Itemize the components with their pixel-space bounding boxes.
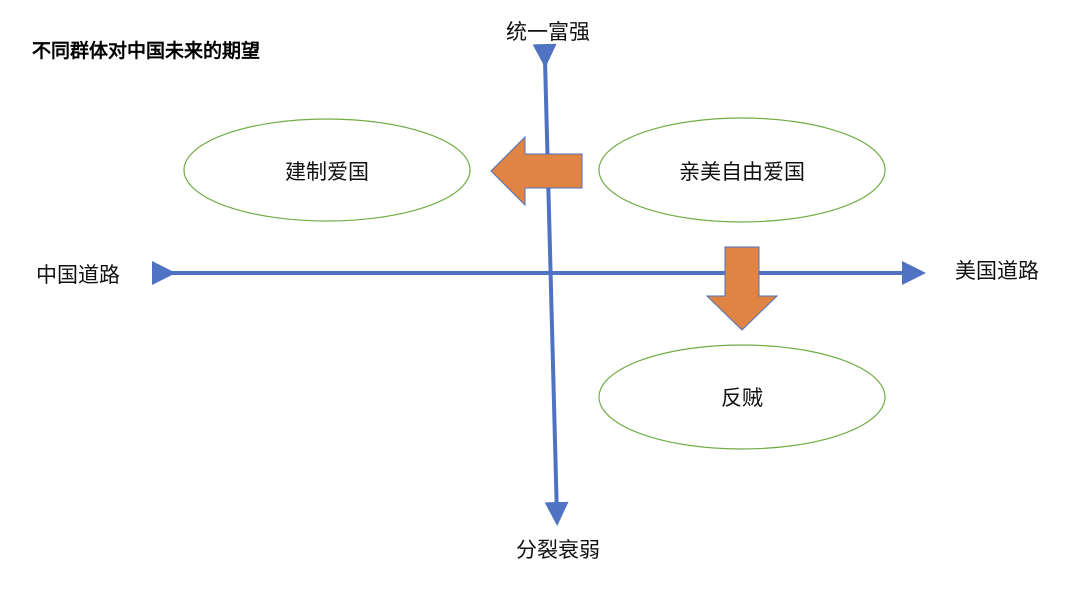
vertical-axis <box>532 43 569 526</box>
group-label-establishment: 建制爱国 <box>285 160 369 184</box>
ellipse-pro-us <box>598 117 886 223</box>
group-label-anti: 反贼 <box>721 386 763 410</box>
axis-label-bottom: 分裂衰弱 <box>516 538 600 562</box>
left-arrow-shape <box>490 135 583 207</box>
ellipse-establishment <box>183 118 471 222</box>
axis-label-left: 中国道路 <box>36 263 120 287</box>
ellipse-anti <box>598 344 886 450</box>
axis-label-right: 美国道路 <box>955 259 1039 283</box>
axis-label-top: 统一富强 <box>506 20 590 44</box>
diagram-title: 不同群体对中国未来的期望 <box>32 40 261 62</box>
down-arrow-shape <box>705 246 779 331</box>
group-label-pro-us: 亲美自由爱国 <box>679 160 805 184</box>
